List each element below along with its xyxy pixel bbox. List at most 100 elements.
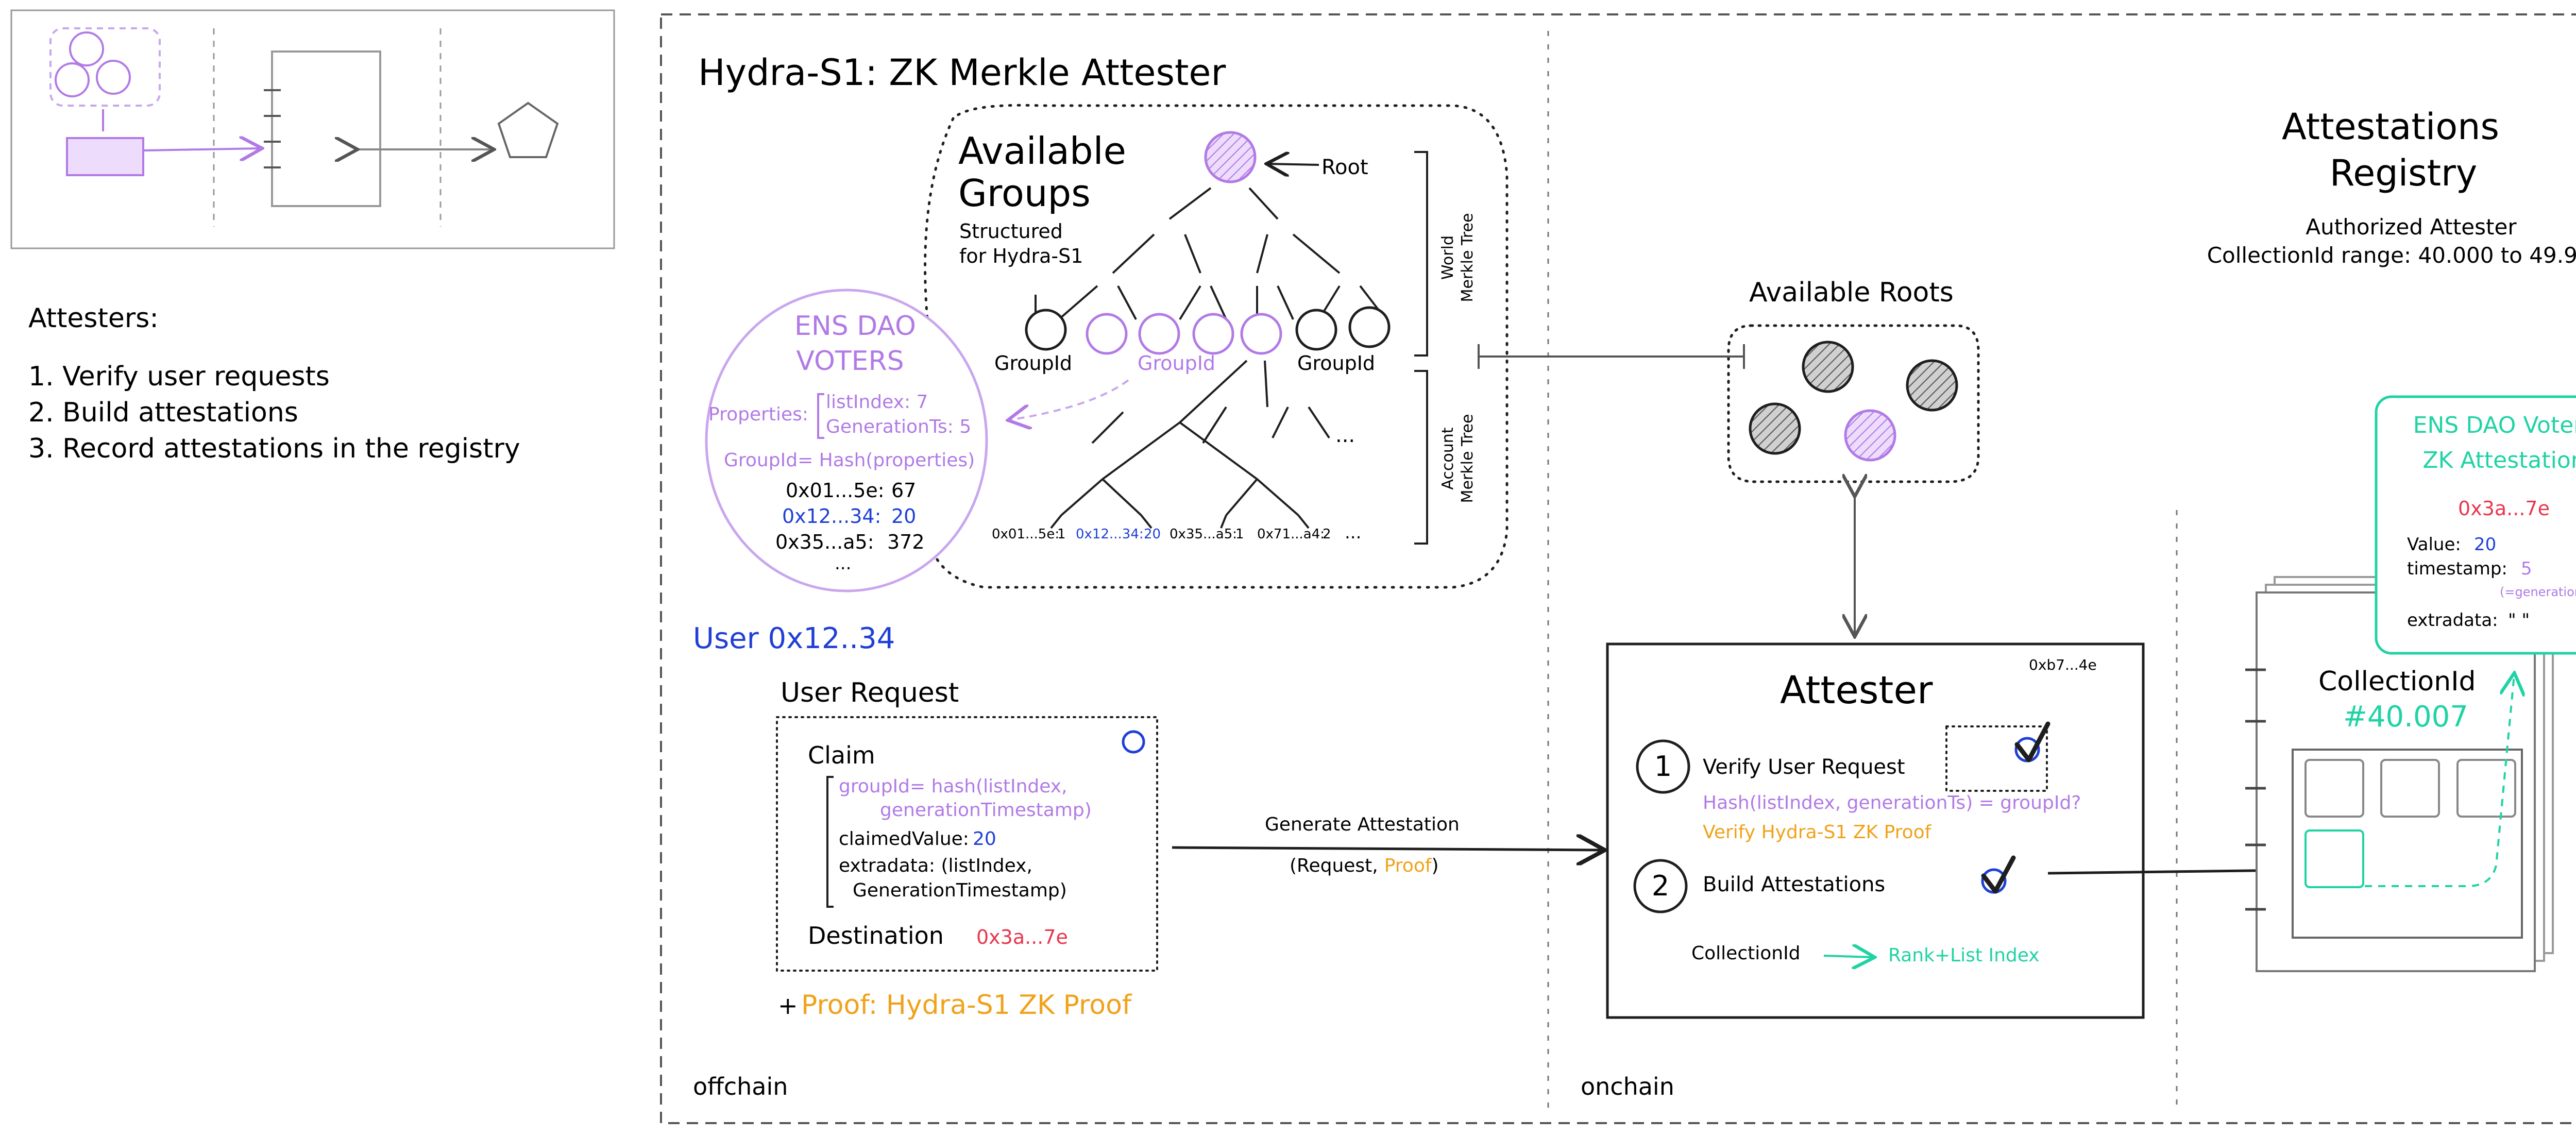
registry-collection-number: #40.007 [2343,700,2468,734]
attesters-item-2: 2. Build attestations [28,397,298,428]
ens-entry-3-val: 372 [887,531,925,553]
card-value: 20 [2474,534,2496,555]
proof-label: Proof: Hydra-S1 ZK Proof [801,990,1132,1021]
attesters-item-1: 1. Verify user requests [28,361,330,392]
registry-collection-label: CollectionId [2318,666,2476,697]
offchain-label: offchain [693,1073,788,1100]
attester-address: 0xb7...4e [2029,656,2097,673]
account-value: 1 [1235,527,1244,542]
group-node [1295,309,1337,351]
main-title: Hydra-S1: ZK Merkle Attester [698,52,1226,94]
available-groups: Available Groups Structured for Hydra-S1… [924,104,1509,589]
ens-entries-more: ... [835,553,851,574]
root-node [1204,131,1257,183]
group-node-selected [1240,313,1282,355]
attesters-panel: Attesters: 1. Verify user requests 2. Bu… [28,303,520,464]
onchain-label: onchain [1581,1073,1674,1100]
ens-entry-1-val: 67 [891,479,916,502]
destination-label: Destination [808,922,944,950]
request-proof-label: (Request, Proof) [1290,855,1439,876]
group-node [1025,309,1067,351]
groups-subtitle-line2: for Hydra-S1 [959,245,1083,267]
group-id-label-highlighted: GroupId [1138,352,1215,375]
group-id-label: GroupId [1297,352,1375,375]
ens-entry-1-addr: 0x01...5e: [786,479,885,502]
root-circle [1906,359,1958,412]
account-tree-label-2: Merkle Tree [1459,414,1477,503]
ens-title-line1: ENS DAO [794,311,916,342]
groups-subtitle-line1: Structured [959,220,1063,243]
proof-word: Proof [1384,855,1432,876]
property-list-index: listIndex: 7 [826,392,928,413]
root-circle-highlighted [1844,409,1896,462]
request-prefix: (Request, [1290,855,1378,876]
registry-title-line1: Attestations [2282,106,2499,148]
card-title-line1: ENS DAO Voters [2413,412,2576,438]
step-1-hash-check: Hash(listIndex, generationTs) = groupId? [1703,792,2081,813]
world-tree-label-1: World [1439,235,1457,280]
collection-range-label: CollectionId range: 40.000 to 49.999 [2207,243,2576,268]
ens-dao-voters-group: ENS DAO VOTERS Properties: listIndex: 7 … [705,289,1129,592]
step-1-proof-check: Verify Hydra-S1 ZK Proof [1703,822,1932,843]
account-value: 1 [1057,527,1066,542]
attestations-registry: Attestations Registry Authorized Atteste… [2207,106,2576,972]
attestation-slot [2456,759,2516,818]
card-owner: 0x3a...7e [2458,497,2550,520]
claimed-value: 20 [973,828,996,850]
user-request: User Request Claim groupId= hash(listInd… [776,677,1158,1021]
group-node [1086,313,1128,355]
collection-id-label: CollectionId [1691,943,1801,964]
attesters-item-3: 3. Record attestations in the registry [28,433,520,464]
group-id-line2: generationTimestamp) [880,800,1092,821]
generate-attestation-label: Generate Attestation [1265,814,1460,835]
account-value: 2 [1323,527,1331,542]
account-tree-label-1: Account [1439,427,1457,489]
pentagon-icon [497,101,559,158]
accounts-ellipsis: ... [1345,522,1361,543]
collection-target: Rank+List Index [1888,945,2040,966]
group-node [1138,313,1180,355]
check-icon [2014,721,2050,762]
extradata-line1: extradata: (listIndex, [839,855,1032,876]
attesters-heading: Attesters: [28,303,159,334]
request-suffix: ) [1432,855,1439,876]
attester-title: Attester [1780,668,1933,713]
step-2-number: 2 [1652,870,1669,902]
properties-label: Properties: [708,404,808,425]
card-value-label: Value: [2407,534,2461,555]
user-request-title: User Request [781,677,959,708]
root-label: Root [1321,156,1368,179]
step-1-label: Verify User Request [1703,755,1905,779]
property-generation-ts: GenerationTs: 5 [826,416,971,437]
attestation-card: ENS DAO Voters ZK Attestation 0x3a...7e … [2375,395,2576,655]
account-entry-highlighted: 0x12...34: [1076,527,1144,542]
notebook-icon [264,50,381,207]
step-1-badge [1636,739,1690,794]
ens-title-line2: VOTERS [796,346,904,377]
card-timestamp-note: (=generationTimestamp) [2500,585,2576,599]
attestation-slot [2380,759,2440,818]
generate-attestation-flow: Generate Attestation (Request, Proof) [1172,814,1602,876]
groups-title-line1: Available [958,129,1126,173]
world-tree-label-2: Merkle Tree [1459,213,1477,302]
main-frame [660,13,2576,1124]
account-entry: 0x35...a5: [1170,527,1237,542]
available-roots: Available Roots [1478,277,1980,635]
attestation-slot-highlighted [2304,829,2364,888]
group-id-formula: GroupId= Hash(properties) [724,450,975,471]
user-label: User 0x12..34 [693,622,895,655]
ens-entry-3-addr: 0x35...a5: [775,531,874,553]
tree-ellipsis: ... [1335,423,1355,447]
ens-entry-2-val: 20 [891,505,916,528]
ens-entry-2-addr: 0x12...34: [782,505,881,528]
group-id-label: GroupId [994,352,1072,375]
group-node [1192,313,1234,355]
group-node [1348,306,1391,348]
check-icon [1981,855,2016,894]
attester-contract: 0xb7...4e Attester 1 Verify User Request… [1606,642,2145,1019]
card-title-line2: ZK Attestation [2422,447,2576,473]
extradata-line2: GenerationTimestamp) [853,880,1067,901]
destination-value: 0x3a...7e [976,926,1068,948]
request-status-circle [1122,730,1145,754]
